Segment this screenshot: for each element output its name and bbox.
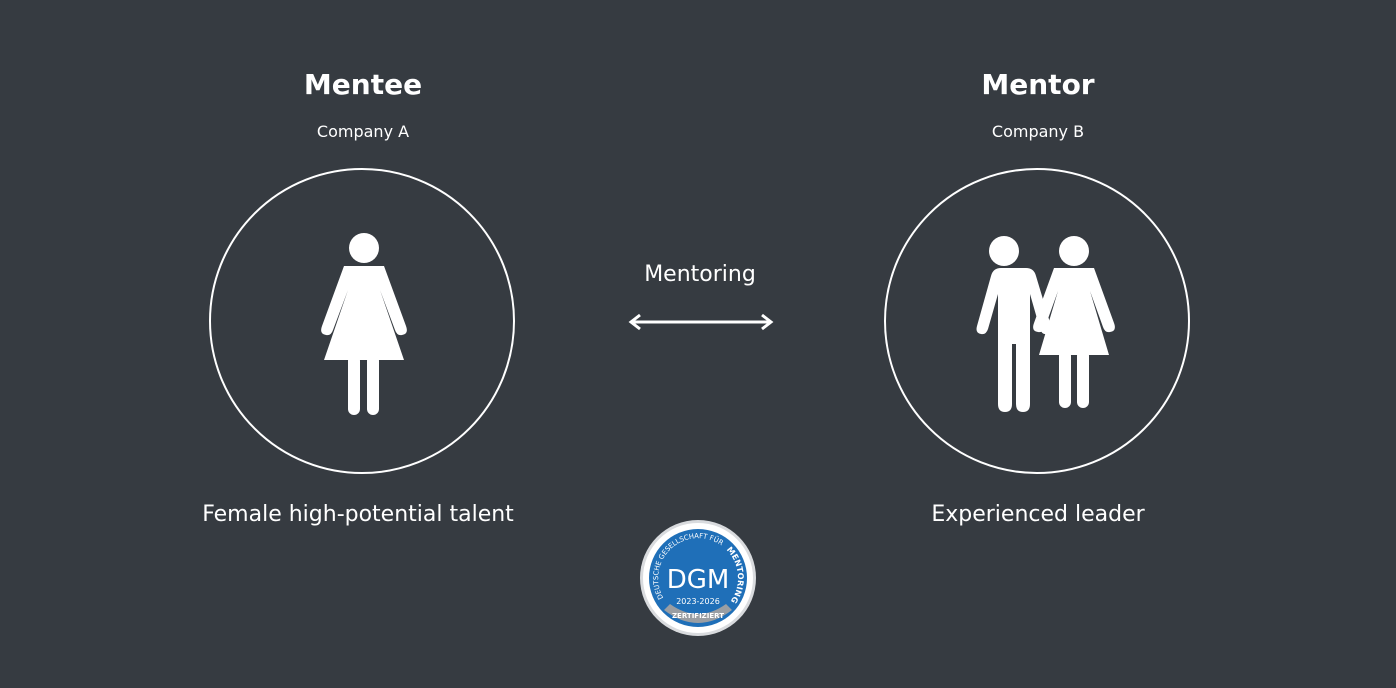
badge-years: 2023-2026 [676,597,720,606]
mentor-company: Company B [991,122,1085,141]
mentee-title: Mentee [303,68,423,101]
mentee-description: Female high-potential talent [202,502,514,527]
mentee-circle [209,168,515,474]
man-and-woman-icon [976,236,1115,412]
dgm-certification-badge: DEUTSCHE GESELLSCHAFT FÜR MENTORING DGM … [638,518,758,638]
mentoring-label: Mentoring [644,262,756,287]
woman-icon [321,233,407,415]
badge-logo: DGM [667,565,730,595]
double-arrow-icon [628,313,774,331]
mentor-description: Experienced leader [931,502,1145,527]
badge-banner: ZERTIFIZIERT [672,612,724,620]
mentor-title: Mentor [981,68,1095,101]
mentor-circle [884,168,1190,474]
mentee-company: Company A [316,122,410,141]
